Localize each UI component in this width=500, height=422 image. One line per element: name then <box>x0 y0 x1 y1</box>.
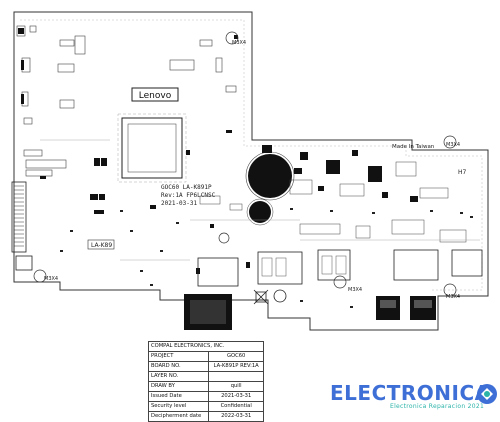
hole-label-2: M3X4 <box>44 276 58 282</box>
watermark: ELECTRONICA Electronica Reparacion 2021 <box>330 381 498 411</box>
company-name: COMPAL ELECTRONICS, INC. <box>148 341 264 352</box>
silkscreen-line-1: GOC60 LA-K891P <box>161 184 212 191</box>
left-fpc-connector <box>11 181 27 253</box>
port-block-3 <box>317 249 351 281</box>
watermark-subtitle: Electronica Reparacion 2021 <box>390 403 485 410</box>
hole-label-3: M3X4 <box>446 142 460 148</box>
port-block-1 <box>197 257 239 287</box>
hole-label-5: M3X4 <box>446 294 460 300</box>
recycle-symbol <box>253 289 269 305</box>
watermark-logo-icon <box>477 384 497 404</box>
silkscreen-line-3: 2021-03-31 <box>161 200 198 207</box>
board-outline <box>13 11 489 331</box>
silkscreen-line-2: Rev:1A FP6LCNSC <box>161 192 216 199</box>
hole-label-4: M3X4 <box>348 287 362 293</box>
port-block-4 <box>393 249 439 281</box>
title-row-board: BOARD NO.LA-K891P REV:1A <box>147 361 264 372</box>
made-in-label: Made In Taiwan <box>392 144 435 150</box>
title-row-company: COMPAL ELECTRONICS, INC. <box>148 341 264 352</box>
small-round-component <box>249 201 271 223</box>
board-tag-box <box>87 239 115 250</box>
title-row-layer: LAYER NO. <box>147 371 264 382</box>
cpu-package <box>121 117 183 179</box>
port-block-2 <box>257 251 303 285</box>
h7-label: H7 <box>458 169 467 176</box>
watermark-text: ELECTRONICA <box>330 381 491 405</box>
lenovo-logo: Lenovo <box>139 91 172 101</box>
port-block-5 <box>451 249 483 277</box>
board-tag: LA-K89 <box>91 242 112 249</box>
lenovo-logo-box <box>131 87 179 102</box>
large-round-component <box>248 154 292 198</box>
hole-label-1: M3X4 <box>232 40 246 46</box>
